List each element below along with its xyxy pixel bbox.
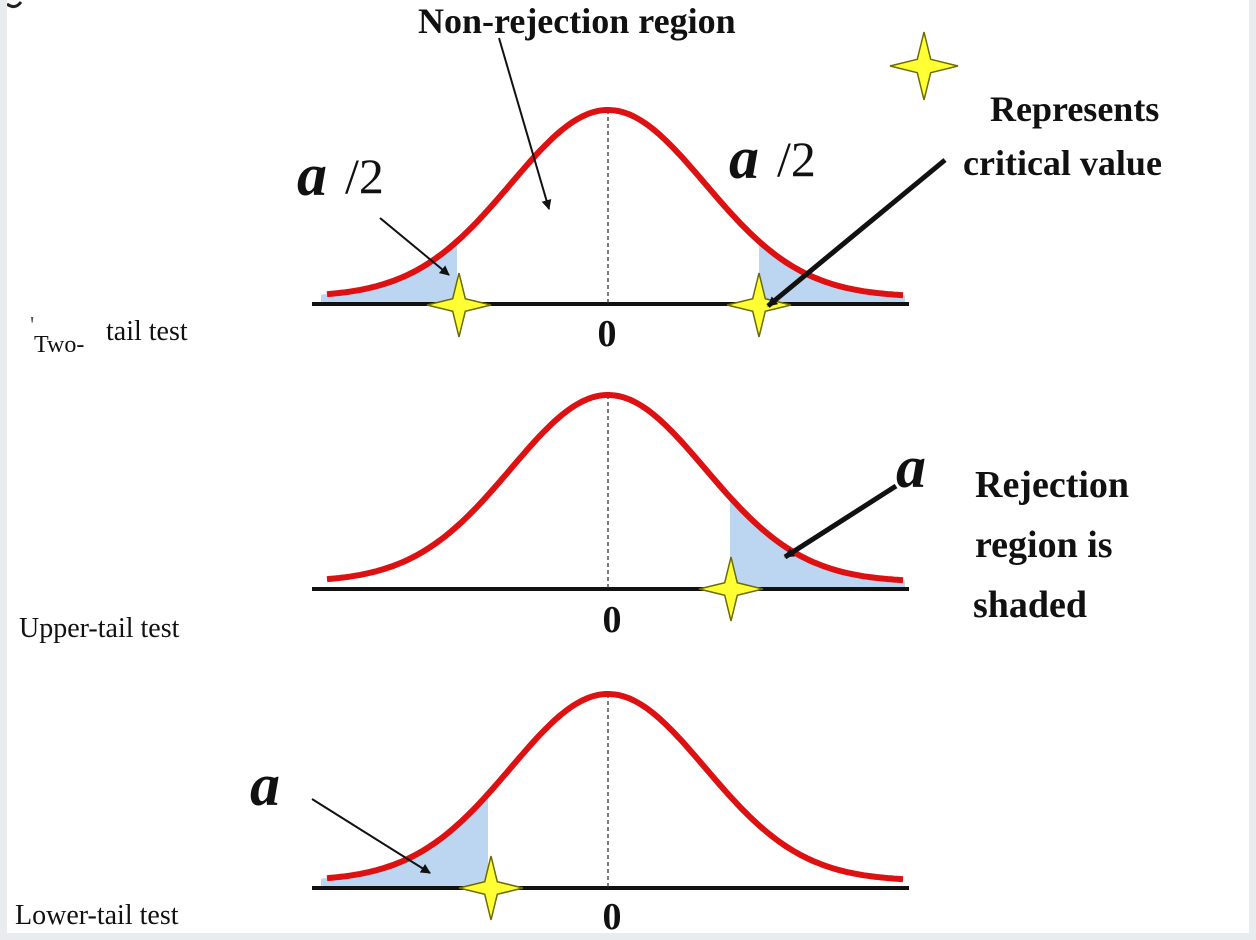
two-tail-label-part-b: tail test	[106, 316, 188, 347]
figure-frame: 0 a /2 a /2 ' Two- tail test 0 a Upper-t…	[7, 0, 1249, 933]
right-rejection-region	[730, 497, 905, 589]
half-suffix: /2	[345, 148, 384, 204]
upper-tail-label: Upper-tail test	[19, 613, 180, 644]
critical-value-arrow	[766, 158, 947, 308]
cropped-glyph	[7, 1, 23, 9]
alpha-symbol: a	[250, 752, 280, 818]
stray-tick: '	[30, 313, 34, 339]
rejection-note-line-3: shaded	[973, 584, 1087, 626]
non-rejection-region-label: Non-rejection region	[418, 1, 736, 41]
lower-tail-label: Lower-tail test	[15, 900, 179, 931]
two-tail-label-part-a: Two-	[34, 332, 84, 358]
non-rejection-arrow	[498, 37, 552, 210]
hypothesis-test-diagram: 0 a /2 a /2 ' Two- tail test 0 a Upper-t…	[7, 1, 1162, 933]
right-rejection-region	[759, 241, 905, 304]
upper-alpha-arrow	[783, 483, 898, 560]
left-rejection-region	[321, 241, 457, 304]
normal-curve	[326, 691, 904, 883]
upper-tail-panel: 0 a Upper-tail test	[19, 392, 926, 644]
normal-curve	[326, 392, 904, 584]
alpha-symbol: a	[297, 142, 327, 208]
zero-label: 0	[598, 313, 617, 355]
rejection-note-line-2: region is	[975, 524, 1113, 566]
zero-label: 0	[603, 599, 622, 641]
legend-text-line-1: Represents	[990, 89, 1159, 129]
alpha-symbol: a	[729, 125, 759, 191]
zero-label: 0	[603, 896, 622, 933]
half-suffix: /2	[777, 131, 816, 187]
critical-value-star-icon	[426, 272, 492, 338]
legend-text-line-2: critical value	[963, 143, 1162, 183]
alpha-symbol: a	[896, 434, 926, 500]
rejection-note-line-1: Rejection	[975, 464, 1129, 506]
two-tail-panel: 0 a /2 a /2 ' Two- tail test	[30, 107, 909, 358]
left-alpha-half-arrow	[379, 217, 450, 276]
critical-value-star-icon	[458, 855, 524, 921]
lower-tail-panel: 0 a Lower-tail test	[15, 691, 909, 933]
lower-alpha-arrow	[311, 798, 431, 874]
legend-star-icon	[889, 31, 959, 101]
left-rejection-region	[321, 794, 488, 888]
critical-value-star-icon	[698, 556, 764, 622]
